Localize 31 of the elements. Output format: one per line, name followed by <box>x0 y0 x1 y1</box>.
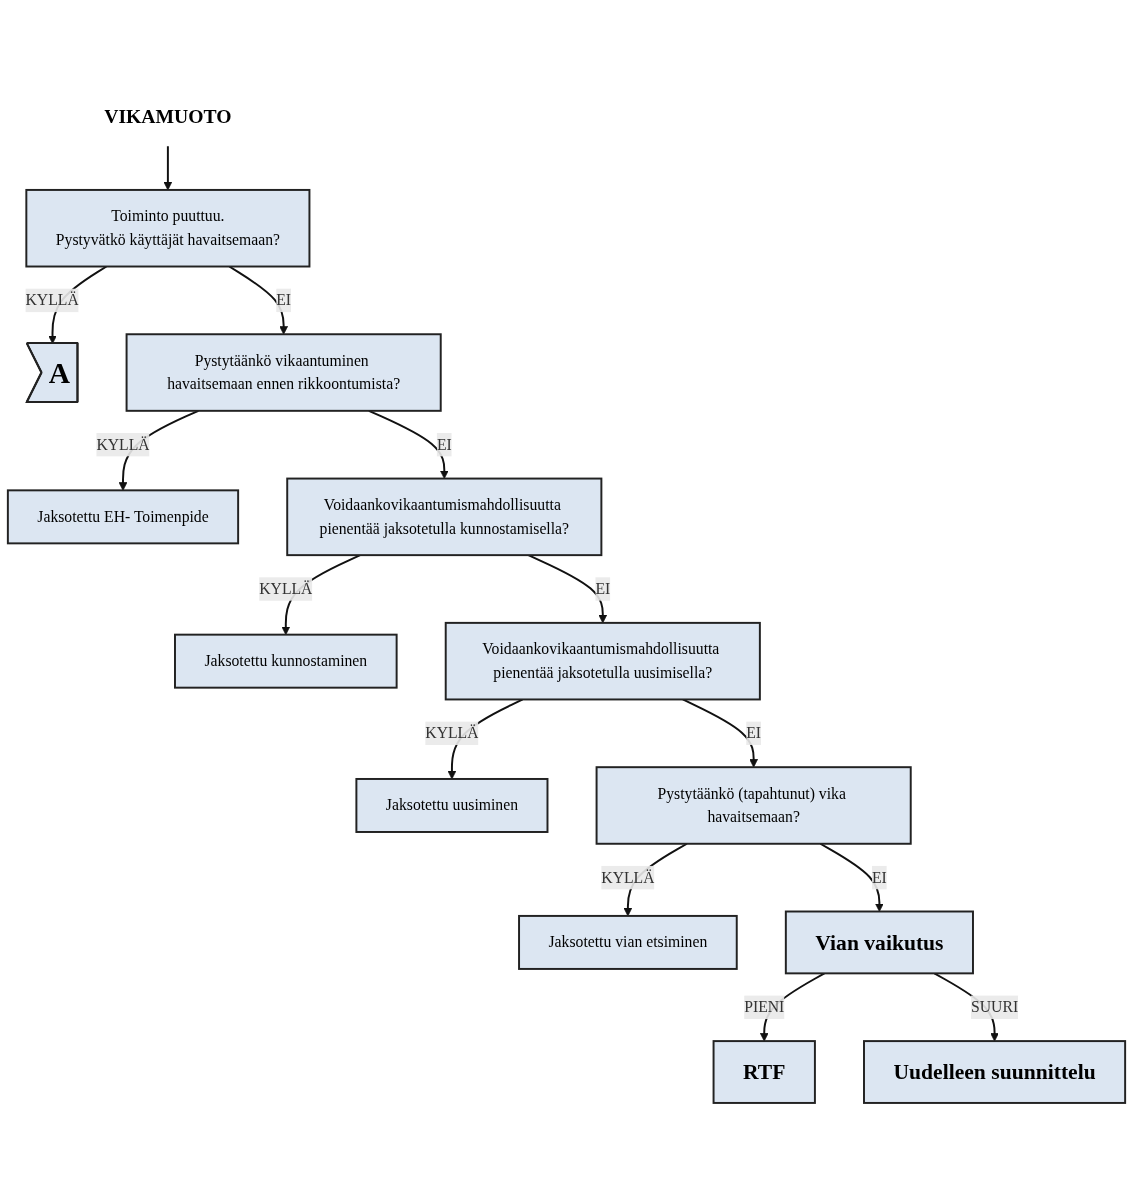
node-box: Uudelleen suunnittelu <box>863 1039 1127 1104</box>
arrow <box>367 409 449 479</box>
arrow <box>819 842 884 912</box>
edge-label: KYLLÄ <box>259 579 313 597</box>
edge-label: EI <box>871 868 887 886</box>
node-box: Jaksotettu vian etsiminen <box>518 914 738 970</box>
edge-label: KYLLÄ <box>425 724 479 741</box>
node-box: Jaksotettu EH- Toimenpide <box>6 488 240 544</box>
node-box: Pystytäänkö (tapahtunut) vika havaitsemaan? <box>595 765 912 845</box>
node-box: Toiminto puuttuu. Pystyvätkö käyttäjät havaitsemaan? <box>25 188 311 268</box>
edge-label: EI <box>746 724 762 741</box>
edge-label: KYLLÄ <box>25 291 79 308</box>
edge-label: EI <box>276 291 292 308</box>
node-box: Voidaankovikaantumismahdollisuutta pienentää jaksotetulla kunnostamisella? <box>286 477 603 556</box>
edge-label: EI <box>595 579 611 597</box>
arrow <box>527 553 608 623</box>
node-box: RTF <box>712 1039 816 1104</box>
node-box: Jaksotettu kunnostaminen <box>174 633 398 689</box>
edge-label: SUURI <box>971 997 1019 1015</box>
edge-label: KYLLÄ <box>96 435 150 453</box>
node-box: Vian vaikutus <box>784 910 974 974</box>
node-text: VIKAMUOTO <box>104 105 232 127</box>
edge-label: PIENI <box>744 997 785 1015</box>
arrow <box>228 265 288 335</box>
node-box: Voidaankovikaantumismahdollisuutta pienentää jaksotetulla uusimisella? <box>444 621 761 701</box>
arrow <box>163 144 173 190</box>
node-box: Jaksotettu uusiminen <box>355 777 549 833</box>
edge-label: EI <box>436 435 452 453</box>
edge-label: KYLLÄ <box>601 868 655 886</box>
node-box: Pystytäänkö vikaantuminen havaitsemaan ennen rikkoontumista? <box>125 332 442 412</box>
arrow <box>681 698 758 768</box>
